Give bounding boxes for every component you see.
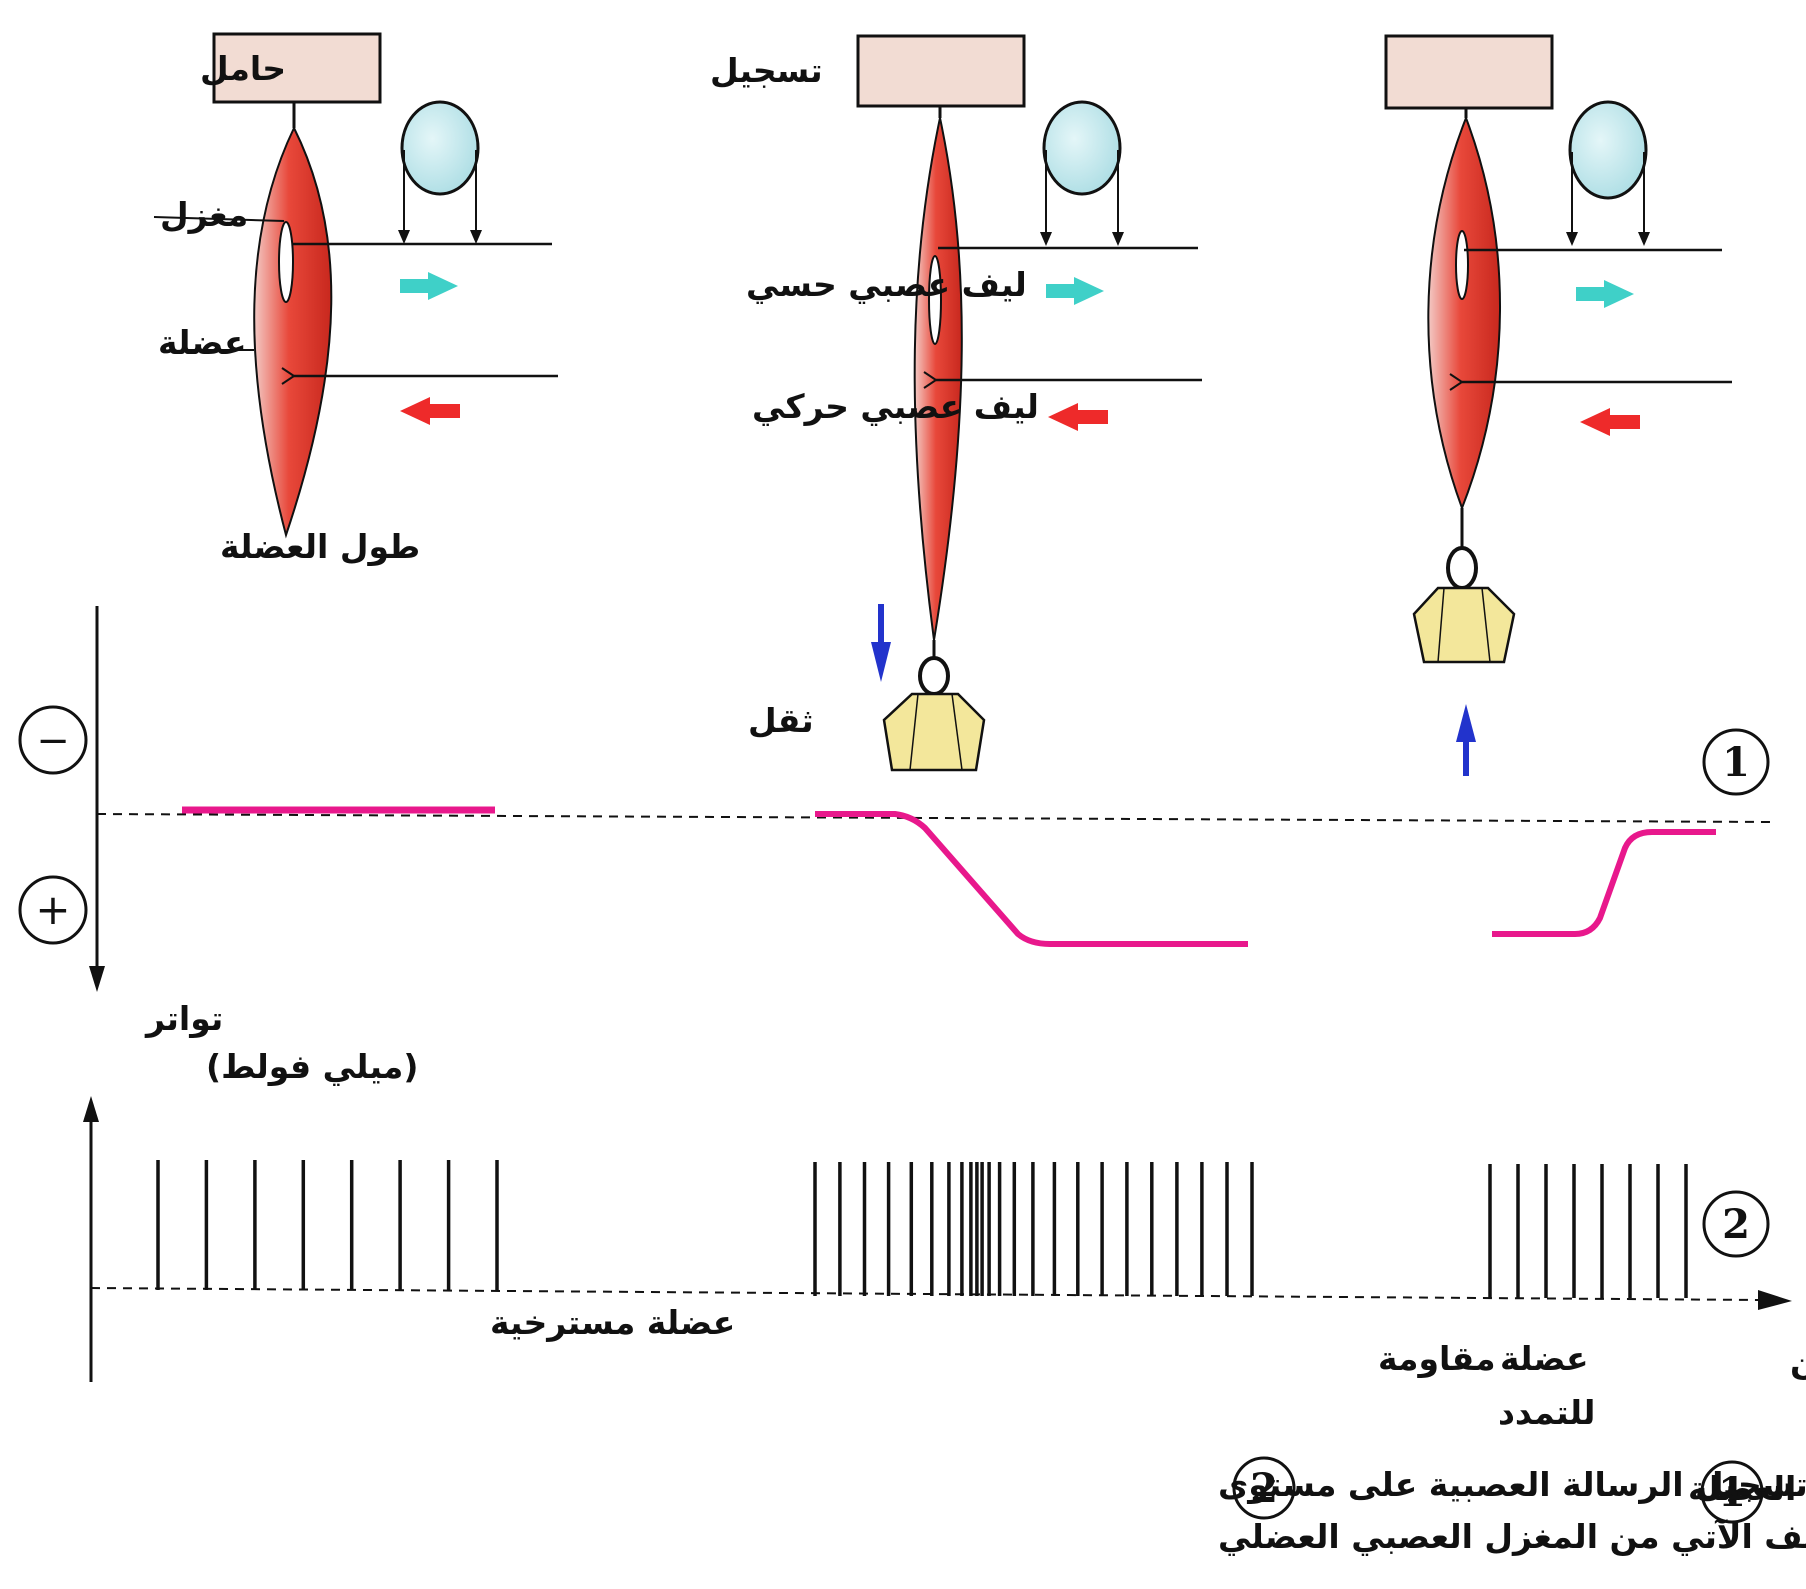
legend-item2-number: 2 (1250, 1465, 1278, 1512)
frequency-graph: تواتر (ميلي فولط) 2 عضلة مسترخية مقاومة … (83, 999, 1806, 1432)
legend: 1 طول العضلة 2 تسجيل الرسالة العصبية على… (1218, 1456, 1806, 1557)
muscle-length-axis-label: طول العضلة (220, 527, 420, 567)
muscle-label-2: عضلة (1500, 1339, 1589, 1378)
spindle-shape (278, 221, 294, 303)
legend-item2-line1: تسجيل الرسالة العصبية على مستوى (1218, 1465, 1806, 1505)
arrowhead-icon (1638, 232, 1650, 246)
sensory-arrow-icon (1046, 277, 1104, 305)
muscle-length-graph: − + 1 (18, 606, 1771, 992)
legend-item2-circle (1232, 1456, 1296, 1520)
time-axis (90, 1287, 1761, 1301)
muscle-label: عضلة (158, 323, 247, 362)
motor-ending-icon (1449, 373, 1464, 391)
weight-block (882, 692, 986, 772)
spike-train (156, 1160, 1688, 1298)
motor-arrow-icon (400, 397, 460, 425)
millivolt-label: (ميلي فولط) (206, 1047, 418, 1087)
legend-item1-number: 1 (1718, 1469, 1746, 1516)
spindle-pointer (153, 216, 285, 222)
motor-ending-icon (281, 367, 296, 385)
panel-relaxed (153, 32, 558, 539)
plus-sign: + (35, 885, 70, 934)
spindle-shape (1455, 230, 1469, 300)
weight-ring (1446, 546, 1478, 590)
sensory-arrow-icon (400, 272, 458, 300)
holder-block (856, 34, 1026, 108)
spindle-label: مغزل (160, 195, 248, 235)
arrowhead-icon (398, 230, 410, 244)
time-axis-arrow-icon (1758, 1290, 1792, 1310)
plus-circle (18, 875, 88, 945)
sensory-fiber-label: ليف عصبي حسي (746, 265, 1027, 304)
arrowhead-icon (1566, 232, 1578, 246)
frequency-axis-arrow-icon (83, 1096, 99, 1122)
muscle-shape (253, 125, 333, 539)
length-curve-stretched (815, 811, 1248, 947)
pulley-wheel (1568, 100, 1648, 200)
legend-item2-line2: الليف الآتي من المغزل العصبي العضلي (1218, 1517, 1806, 1557)
legend-item1-circle (1700, 1460, 1764, 1524)
weight-label: ثقل (748, 701, 814, 740)
holder-block (1384, 34, 1554, 110)
relaxed-muscle-label: عضلة مسترخية (490, 1303, 735, 1343)
time-axis-label: الزمن (1790, 1341, 1806, 1381)
length-baseline (96, 813, 1771, 823)
panel-resisting (1384, 34, 1732, 776)
pulley-wheel (400, 100, 480, 196)
holder-block (212, 32, 382, 104)
muscle-shape (1427, 115, 1501, 511)
arrowhead-icon (1112, 232, 1124, 246)
spindle-shape (928, 255, 942, 345)
move-up-arrow-icon (1456, 704, 1476, 776)
frequency-label: تواتر (144, 999, 223, 1039)
legend-item1-text: طول العضلة (1688, 1469, 1806, 1509)
panel-stretched (856, 34, 1202, 772)
motor-arrow-icon (1048, 403, 1108, 431)
resistance-label: مقاومة (1378, 1339, 1496, 1379)
sensory-arrow-icon (1576, 280, 1634, 308)
graph2-number: 2 (1722, 1201, 1750, 1248)
length-axis-arrow-icon (89, 966, 105, 992)
weight-ring (918, 656, 950, 696)
stretch-label: للتمدد (1498, 1393, 1595, 1432)
weight-block (1412, 586, 1516, 664)
arrowhead-icon (470, 230, 482, 244)
motor-fiber-label: ليف عصبي حركي (752, 387, 1039, 427)
graph1-number: 1 (1722, 739, 1750, 786)
length-curve-resisting (1492, 829, 1716, 937)
minus-circle (18, 705, 88, 775)
move-down-arrow-icon (871, 604, 891, 682)
pulley-wheel (1042, 100, 1122, 196)
motor-ending-icon (923, 371, 938, 389)
minus-sign: − (36, 718, 70, 764)
graph2-number-circle (1702, 1190, 1770, 1258)
recording-label: تسجيل (710, 51, 823, 90)
holder-label: حامل (200, 49, 286, 88)
arrowhead-icon (1040, 232, 1052, 246)
motor-arrow-icon (1580, 408, 1640, 436)
graph1-number-circle (1702, 728, 1770, 796)
